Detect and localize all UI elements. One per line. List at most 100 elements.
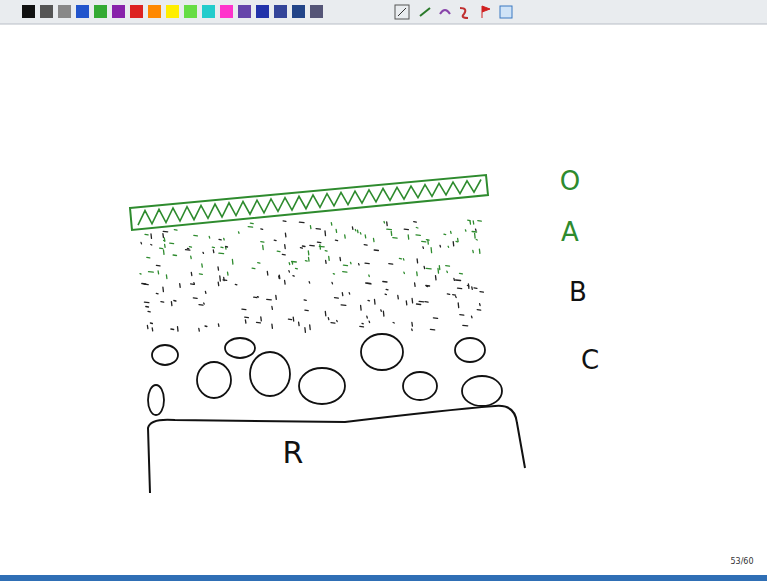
- soil-particle: [447, 293, 449, 295]
- soil-particle: [218, 324, 220, 327]
- soil-particle: [293, 317, 295, 321]
- soil-particle: [164, 244, 166, 247]
- soil-particle: [193, 297, 197, 299]
- horizon-letter: O: [560, 168, 580, 194]
- soil-particle: [150, 234, 152, 238]
- soil-particle: [455, 296, 457, 297]
- soil-particle: [271, 324, 273, 328]
- soil-particle: [325, 260, 327, 263]
- soil-particle: [302, 245, 305, 247]
- soil-particle: [191, 272, 193, 275]
- soil-particle: [174, 300, 176, 302]
- soil-particle: [285, 233, 287, 237]
- soil-particle: [267, 271, 269, 275]
- palette-swatch: [292, 5, 305, 18]
- soil-particle: [205, 325, 207, 327]
- soil-particle: [202, 252, 204, 253]
- soil-particle: [425, 301, 428, 303]
- soil-particle: [453, 278, 455, 280]
- palette-swatch: [130, 5, 143, 18]
- soil-particle: [309, 325, 311, 330]
- soil-particle: [245, 316, 249, 318]
- soil-particle: [399, 258, 401, 260]
- soil-particle: [472, 250, 474, 252]
- soil-particle: [383, 222, 385, 224]
- soil-particle: [226, 246, 228, 248]
- soil-particle: [339, 257, 341, 260]
- soil-particle: [235, 284, 237, 286]
- soil-particle: [284, 245, 286, 249]
- soil-particle: [177, 327, 179, 332]
- soil-particle: [478, 220, 482, 222]
- soil-particle: [403, 259, 405, 261]
- soil-particle: [310, 245, 315, 247]
- soil-particle: [406, 301, 408, 305]
- soil-particle: [288, 318, 291, 320]
- soil-particle: [374, 300, 376, 305]
- soil-particle: [282, 254, 285, 256]
- soil-particle: [333, 273, 334, 275]
- soil-particle: [161, 301, 164, 303]
- soil-particle: [156, 265, 160, 267]
- tool-icon: [398, 8, 406, 16]
- soil-particle: [414, 283, 416, 286]
- soil-particle: [242, 308, 246, 310]
- soil-particle: [343, 265, 347, 267]
- soil-particle: [248, 226, 252, 228]
- soil-particle: [456, 241, 458, 243]
- soil-particle: [335, 229, 337, 232]
- soil-particle: [365, 262, 369, 264]
- soil-particle: [366, 282, 371, 284]
- soil-particle: [450, 232, 452, 234]
- soil-particle: [411, 329, 413, 331]
- soil-particle: [289, 263, 291, 265]
- soil-particle: [331, 322, 335, 324]
- soil-particle: [358, 264, 360, 265]
- soil-particle: [364, 244, 367, 246]
- palette-swatch: [238, 5, 251, 18]
- soil-particle: [460, 273, 463, 275]
- soil-particle: [245, 320, 247, 323]
- soil-particle: [171, 328, 174, 330]
- tool-icon: [500, 6, 512, 18]
- soil-particle: [480, 291, 483, 293]
- soil-particle: [219, 239, 221, 241]
- soil-particle: [472, 231, 477, 233]
- tool-icon: [460, 8, 468, 18]
- soil-particle: [331, 223, 333, 225]
- soil-particle: [362, 323, 363, 325]
- soil-particle: [391, 231, 393, 235]
- soil-particle: [299, 222, 304, 224]
- soil-particle: [238, 232, 240, 234]
- horizon-letter: B: [569, 279, 587, 305]
- soil-particle: [324, 231, 326, 236]
- soil-particle: [305, 260, 307, 262]
- soil-particle: [198, 328, 200, 331]
- soil-particle: [160, 248, 163, 250]
- soil-particle: [257, 322, 261, 324]
- soil-particle: [205, 291, 207, 293]
- soil-particle: [157, 271, 159, 274]
- soil-particle: [479, 249, 481, 253]
- soil-particle: [404, 229, 408, 231]
- soil-particle: [468, 284, 470, 288]
- bedrock-outline: [145, 398, 530, 493]
- soil-particle: [213, 250, 215, 253]
- palette-swatch: [184, 5, 197, 18]
- soil-particle: [163, 250, 165, 254]
- soil-particle: [319, 245, 321, 250]
- soil-particle: [308, 257, 310, 261]
- soil-particle: [458, 287, 462, 289]
- horizon-letter: R: [283, 438, 304, 468]
- soil-particle: [457, 238, 459, 241]
- soil-particle: [366, 316, 368, 318]
- soil-particle: [383, 281, 387, 283]
- soil-particle: [298, 322, 300, 326]
- soil-particle: [156, 293, 158, 295]
- soil-particle: [416, 227, 418, 229]
- soil-particle: [203, 303, 205, 304]
- soil-particle: [341, 304, 346, 306]
- soil-particle: [310, 226, 312, 229]
- soil-particle: [387, 229, 392, 231]
- soil-particle: [274, 240, 276, 242]
